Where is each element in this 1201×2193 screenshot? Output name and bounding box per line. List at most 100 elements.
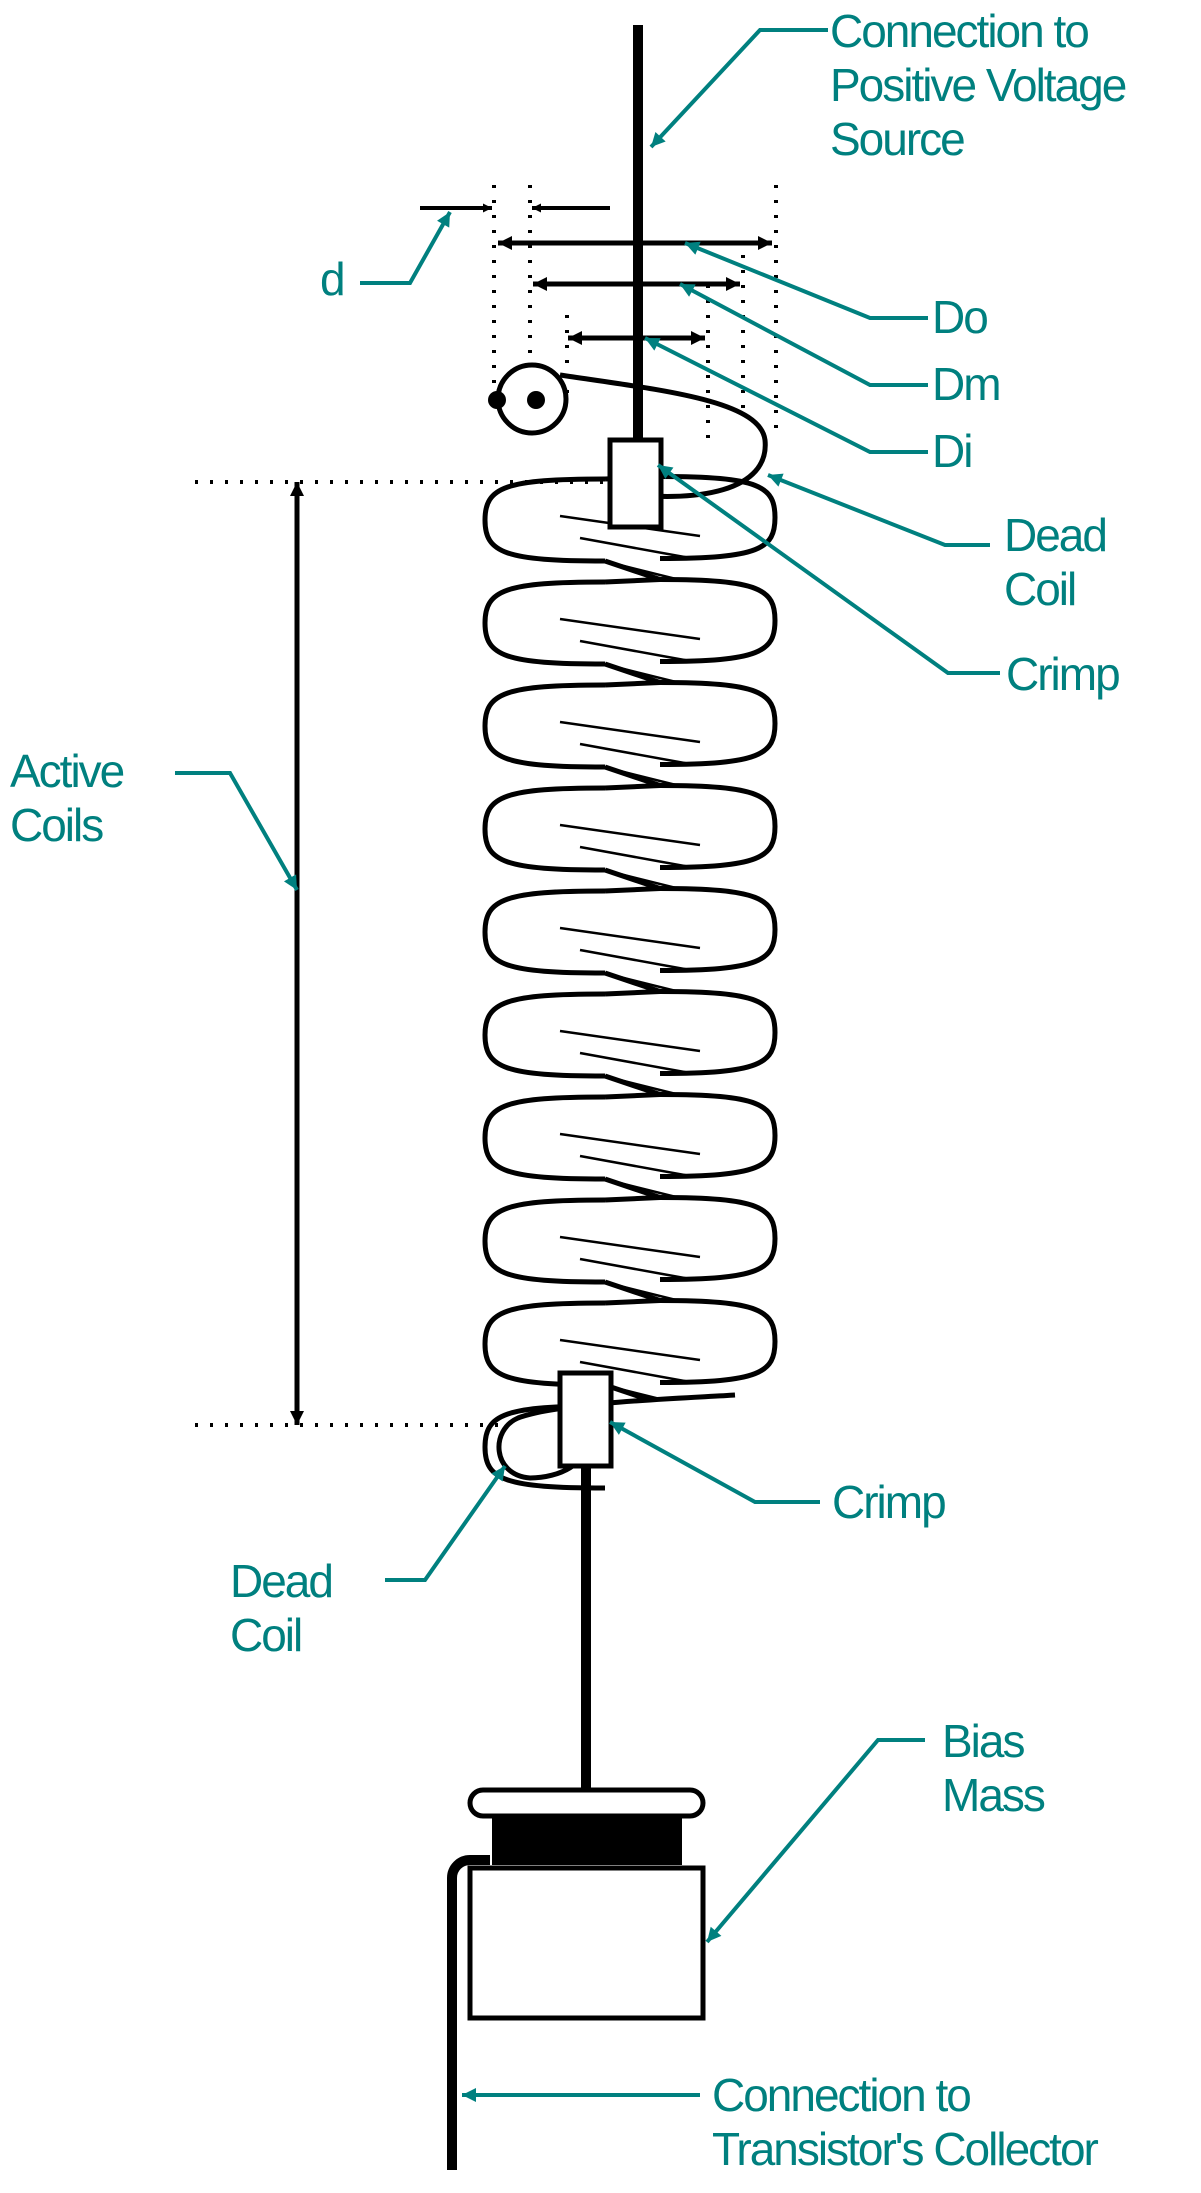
bias-mass-label-line2: Mass bbox=[942, 1769, 1046, 1821]
coil-right-bulge bbox=[659, 1092, 778, 1179]
coil-back-hatch bbox=[559, 926, 701, 950]
leader-di bbox=[644, 336, 928, 454]
bias-mass-top-plate bbox=[467, 1787, 706, 1819]
coil-left-bulge bbox=[482, 682, 606, 770]
coil-left-bulge bbox=[482, 888, 606, 976]
coil-front-crossing-upper bbox=[604, 577, 661, 585]
bottom-connection-label-line1: Connection to bbox=[712, 2069, 972, 2121]
coil-right-bulge bbox=[659, 886, 778, 973]
leader-crimp-bottom bbox=[609, 1420, 820, 1504]
coil-back-hatch bbox=[579, 1051, 691, 1075]
coil-front-crossing bbox=[604, 764, 661, 788]
coil-back-hatch bbox=[559, 1029, 701, 1053]
top-crimp bbox=[607, 437, 664, 530]
bottom-connection-label-line2: Transistor's Collector bbox=[712, 2123, 1099, 2175]
active-coils-label-line1: Active bbox=[10, 745, 125, 797]
coil-back-hatch bbox=[579, 1360, 691, 1384]
dead-coil-bottom-label: Dead Coil bbox=[230, 1554, 334, 1662]
leader-d bbox=[360, 211, 452, 285]
top-connection-label: Connection to Positive Voltage Source bbox=[830, 4, 1127, 166]
coil-right-bulge bbox=[659, 783, 778, 870]
coil-back-hatch bbox=[579, 536, 691, 560]
leader-active-coils bbox=[175, 771, 299, 891]
dead-coil-bottom-label-line2: Coil bbox=[230, 1609, 303, 1661]
coil-back-hatch bbox=[559, 1338, 701, 1362]
leader-lines bbox=[175, 28, 1000, 2102]
leader-dm bbox=[679, 282, 928, 387]
coil-right-bulge bbox=[659, 474, 778, 561]
bias-mass-label-line1: Bias bbox=[942, 1715, 1025, 1767]
mean-diameter-label: Dm bbox=[932, 358, 1002, 410]
wire-section-dot-left bbox=[488, 391, 506, 409]
coil-front-crossing bbox=[604, 1176, 661, 1200]
crimp-top-label: Crimp bbox=[1006, 648, 1121, 700]
dead-coil-top-label-line1: Dead bbox=[1004, 509, 1108, 561]
top-connection-label-line3: Source bbox=[830, 113, 966, 165]
dimension-extension-lines bbox=[492, 185, 778, 440]
active-coils-label-line2: Coils bbox=[10, 799, 104, 851]
leader-dead-coil-top bbox=[767, 473, 990, 547]
spring-coils-back bbox=[559, 514, 701, 1406]
coil-front-crossing bbox=[604, 867, 661, 891]
dead-coil-bottom-label-line1: Dead bbox=[230, 1555, 334, 1607]
leader-crimp-top bbox=[656, 463, 1000, 675]
coil-front-crossing bbox=[604, 970, 661, 994]
coil-back-hatch bbox=[579, 639, 691, 663]
top-dead-coil-loop bbox=[559, 372, 768, 499]
crimp-bottom-label: Crimp bbox=[832, 1476, 947, 1528]
dead-coil-top-label-line2: Coil bbox=[1004, 563, 1077, 615]
coil-front-crossing bbox=[604, 1279, 661, 1303]
coil-front-crossing-upper bbox=[604, 1298, 661, 1306]
coil-left-bulge bbox=[482, 579, 606, 667]
top-connection-label-line1: Connection to bbox=[830, 5, 1090, 57]
coil-front-crossing bbox=[604, 558, 661, 582]
coil-left-bulge bbox=[482, 1094, 606, 1182]
bottom-crimp bbox=[557, 1370, 614, 1469]
bias-mass-label: Bias Mass bbox=[942, 1714, 1046, 1822]
bias-mass-body bbox=[467, 1865, 706, 2021]
bottom-connection-label: Connection to Transistor's Collector bbox=[712, 2068, 1099, 2176]
leader-dead-coil-bottom bbox=[385, 1464, 507, 1582]
coil-back-hatch bbox=[579, 1154, 691, 1178]
leader-top-connection bbox=[649, 28, 828, 149]
coil-right-bulge bbox=[659, 1298, 778, 1385]
top-connection-label-line2: Positive Voltage bbox=[830, 59, 1127, 111]
coil-right-bulge bbox=[659, 1195, 778, 1282]
leader-bias-mass bbox=[705, 1738, 925, 1944]
coil-left-bulge bbox=[482, 1197, 606, 1285]
leader-do bbox=[684, 241, 928, 320]
coil-back-hatch bbox=[579, 948, 691, 972]
active-coils-label: Active Coils bbox=[10, 744, 125, 852]
coil-back-hatch bbox=[579, 742, 691, 766]
coil-back-hatch bbox=[579, 845, 691, 869]
coil-back-hatch bbox=[559, 823, 701, 847]
coil-back-hatch bbox=[579, 1257, 691, 1281]
coil-left-bulge bbox=[482, 1300, 606, 1388]
coil-front-crossing-upper bbox=[604, 989, 661, 997]
dead-coil-top-label: Dead Coil bbox=[1004, 508, 1108, 616]
coil-front-crossing-upper bbox=[604, 886, 661, 894]
coil-left-bulge bbox=[482, 785, 606, 873]
coil-back-hatch bbox=[559, 1132, 701, 1156]
coil-front-crossing-upper bbox=[604, 1092, 661, 1100]
coil-front-crossing-upper bbox=[604, 680, 661, 688]
collector-wire bbox=[447, 1855, 490, 2170]
coil-left-bulge bbox=[482, 476, 606, 564]
coil-right-bulge bbox=[659, 577, 778, 664]
wire-section-dot-right bbox=[527, 391, 545, 409]
coil-front-crossing-upper bbox=[604, 783, 661, 791]
coil-left-bulge bbox=[482, 991, 606, 1079]
coil-back-hatch bbox=[559, 1235, 701, 1259]
coil-left-bulge bbox=[482, 1403, 606, 1491]
coil-front-crossing bbox=[604, 1073, 661, 1097]
coil-front-crossing bbox=[604, 661, 661, 685]
outer-diameter-label: Do bbox=[932, 291, 989, 343]
bias-mass-thread bbox=[492, 1818, 682, 1865]
coil-back-hatch bbox=[559, 617, 701, 641]
coil-front-crossing-upper bbox=[604, 1195, 661, 1203]
coil-right-bulge bbox=[659, 680, 778, 767]
coil-right-bulge bbox=[659, 989, 778, 1076]
inner-diameter-label: Di bbox=[932, 425, 973, 477]
wire-diameter-label: d bbox=[320, 253, 346, 305]
